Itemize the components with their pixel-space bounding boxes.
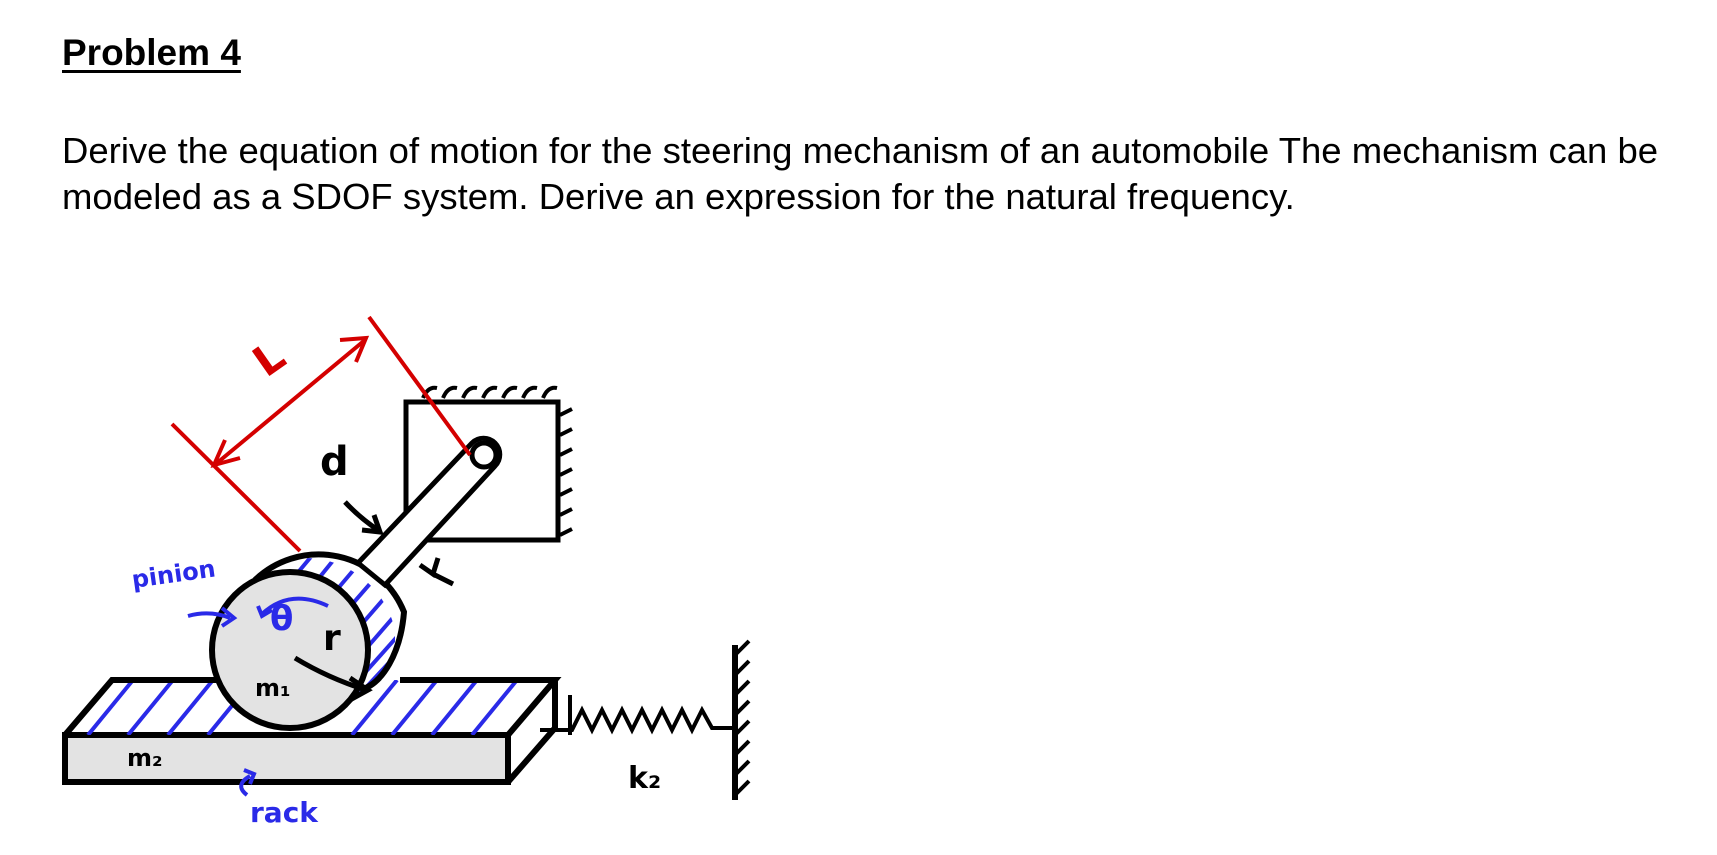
steering-column (354, 435, 503, 589)
rack-body (62, 677, 562, 785)
angle-arrows (187, 596, 329, 797)
rack-mass-label: m₂ (127, 744, 163, 772)
spring (540, 695, 733, 735)
problem-statement: Derive the equation of motion for the st… (62, 130, 1659, 217)
theta-label: θ (270, 599, 293, 639)
radius-label: r (323, 618, 341, 659)
spring-constant-label: k₂ (628, 761, 661, 796)
diameter-label: d (320, 439, 349, 485)
problem-title: Problem 4 (62, 32, 241, 73)
rack-label: rack (250, 796, 319, 829)
length-label: L (244, 331, 294, 386)
right-ground-wall (732, 639, 751, 800)
pinion-label: pinion (130, 554, 217, 593)
annotation-arrows (293, 500, 455, 703)
pinion-gear (209, 569, 371, 731)
length-dimension (170, 315, 472, 553)
pinion-mass-label: m₁ (255, 674, 291, 702)
